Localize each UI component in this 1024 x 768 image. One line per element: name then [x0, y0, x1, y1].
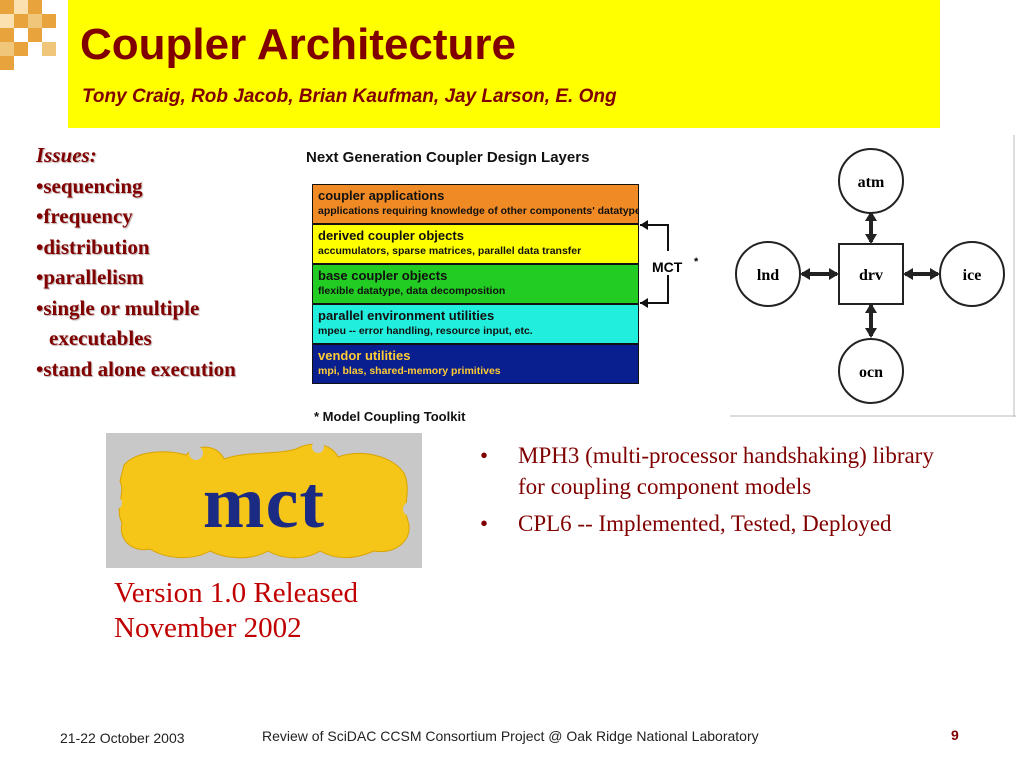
corner-square: [0, 56, 14, 70]
layer-name: base coupler objects: [318, 268, 448, 283]
corner-square: [42, 14, 56, 28]
layer-desc: flexible datatype, data decomposition: [318, 285, 506, 297]
graph-node-ocn: ocn: [838, 338, 904, 404]
release-line: Version 1.0 Released: [114, 577, 359, 609]
bracket-arrow-bottom: [640, 298, 648, 308]
bullet-item: • MPH3 (multi-processor handshaking) libr…: [480, 440, 950, 502]
mct-bracket: [640, 220, 669, 308]
layer-footnote: * Model Coupling Toolkit: [314, 409, 466, 424]
bracket-line-bottom: [640, 275, 669, 304]
bullet-dot: •: [480, 511, 489, 536]
node-label: lnd: [757, 267, 779, 284]
logo-text: mct: [203, 462, 325, 544]
title-band: [68, 0, 940, 128]
issue-item: •parallelism: [36, 265, 144, 289]
slide-title: Coupler Architecture: [80, 20, 517, 69]
layer-box: parallel environment utilities mpeu -- e…: [312, 304, 639, 344]
corner-square: [28, 14, 42, 28]
issue-item: •distribution: [36, 234, 150, 259]
issue-item: •single or multiple: [36, 295, 200, 320]
graph-node-atm: atm: [838, 148, 904, 214]
bracket-arrow-top: [640, 220, 648, 230]
layer-desc: applications requiring knowledge of othe…: [318, 205, 639, 217]
node-label: drv: [859, 267, 883, 284]
layer-name: parallel environment utilities: [318, 308, 495, 323]
layer-name: derived coupler objects: [318, 228, 464, 243]
page-number: 9: [951, 727, 959, 743]
graph-node-drv: drv: [838, 243, 904, 305]
corner-square: [14, 14, 28, 28]
release-note: Version 1.0 Released November 2002: [114, 576, 358, 646]
node-label: ocn: [859, 364, 883, 381]
corner-square: [0, 42, 14, 56]
issue-item: executables: [49, 326, 152, 350]
bracket-line-top: [640, 224, 669, 251]
issue-item: •sequencing: [36, 173, 143, 198]
graph-node-ice: ice: [939, 241, 1005, 307]
mct-logo: mct: [106, 433, 422, 568]
bullet-text: MPH3 (multi-processor handshaking) libra…: [518, 443, 934, 499]
layer-box: base coupler objects flexible datatype, …: [312, 264, 639, 304]
logo-puzzle-gaps: [110, 441, 417, 516]
corner-square: [14, 42, 28, 56]
bullet-dot: •: [480, 443, 489, 468]
logo-puzzle: [118, 443, 410, 559]
bullet-item: • CPL6 -- Implemented, Tested, Deployed: [480, 508, 950, 539]
corner-square: [28, 28, 42, 42]
corner-square: [0, 0, 14, 14]
corner-square: [28, 0, 42, 14]
node-label: ice: [963, 267, 982, 284]
mct-bracket-star: *: [694, 256, 699, 268]
graph-node-lnd: lnd: [735, 241, 801, 307]
bullet-text: CPL6 -- Implemented, Tested, Deployed: [518, 511, 892, 536]
layer-desc: mpeu -- error handling, resource input, …: [318, 325, 533, 337]
component-graph: atm lnd drv ice ocn: [730, 135, 1016, 417]
layer-desc: mpi, blas, shared-memory primitives: [318, 365, 501, 377]
corner-square: [0, 28, 14, 42]
feature-bullets: • MPH3 (multi-processor handshaking) libr…: [480, 440, 950, 545]
mct-bracket-label: MCT: [652, 259, 683, 275]
footer-review: Review of SciDAC CCSM Consortium Project…: [262, 728, 759, 744]
layer-box: vendor utilities mpi, blas, shared-memor…: [312, 344, 639, 384]
corner-square: [14, 0, 28, 14]
corner-square: [42, 42, 56, 56]
layer-box: coupler applications applications requir…: [312, 184, 639, 224]
issues-list: Issues: •sequencing •frequency •distribu…: [36, 140, 236, 384]
layer-name: coupler applications: [318, 188, 445, 203]
release-line: November 2002: [114, 612, 302, 644]
graph-arrowheads: [800, 211, 940, 338]
corner-square: [0, 14, 14, 28]
layer-name: vendor utilities: [318, 348, 411, 363]
slide-authors: Tony Craig, Rob Jacob, Brian Kaufman, Ja…: [82, 86, 617, 107]
layer-box: derived coupler objects accumulators, sp…: [312, 224, 639, 264]
issue-item: •frequency: [36, 204, 133, 228]
node-label: atm: [858, 174, 885, 191]
layer-desc: accumulators, sparse matrices, parallel …: [318, 245, 582, 257]
footer-date: 21-22 October 2003: [60, 730, 185, 746]
issues-heading: Issues:: [36, 143, 97, 167]
layer-diagram-title: Next Generation Coupler Design Layers: [306, 149, 590, 166]
issue-item: •stand alone execution: [36, 356, 236, 381]
